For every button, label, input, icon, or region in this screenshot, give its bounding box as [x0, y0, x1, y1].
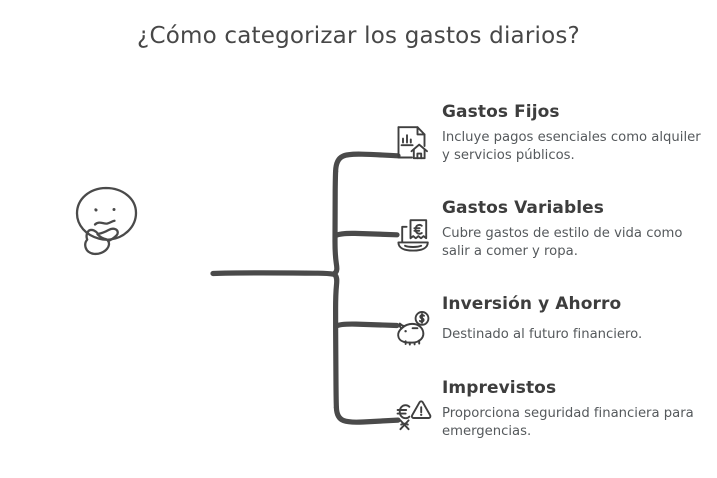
branch-description: Destinado al futuro financiero.	[442, 326, 643, 342]
document-chart-house-icon	[392, 122, 434, 164]
branch-text-block: Gastos Fijos Incluye pagos esenciales co…	[442, 103, 702, 166]
thinking-face-glyph	[75, 186, 138, 256]
connector-paths	[210, 151, 401, 425]
trunk-line	[210, 270, 337, 277]
branch-description: Incluye pagos esenciales como alquiler y…	[442, 129, 701, 164]
branch-line-2	[333, 230, 400, 239]
branch-item-imprevistos[interactable]: Imprevistos Proporciona seguridad financ…	[392, 379, 712, 442]
branch-title: Inversión y Ahorro	[442, 294, 622, 314]
euro-warning-icon	[392, 393, 434, 435]
branch-line-4	[333, 404, 401, 425]
branch-line-1	[333, 151, 401, 175]
thinking-face-icon	[66, 182, 146, 262]
spine-upper	[331, 168, 340, 276]
piggy-bank-coin-icon	[392, 307, 434, 349]
euro-receipt-tray-icon	[392, 214, 434, 256]
branch-description: Proporciona seguridad financiera para em…	[442, 405, 694, 440]
branch-title: Gastos Variables	[442, 198, 605, 218]
branch-text-block: Imprevistos Proporciona seguridad financ…	[442, 379, 712, 442]
branch-item-inversion-y-ahorro[interactable]: Inversión y Ahorro Destinado al futuro f…	[392, 295, 642, 349]
spine-lower	[331, 271, 340, 411]
branch-text-block: Gastos Variables Cubre gastos de estilo …	[442, 199, 702, 262]
branch-text-block: Inversión y Ahorro Destinado al futuro f…	[442, 295, 642, 344]
branch-line-3	[333, 321, 400, 329]
branch-item-gastos-variables[interactable]: Gastos Variables Cubre gastos de estilo …	[392, 199, 702, 262]
page-title: ¿Cómo categorizar los gastos diarios?	[137, 23, 580, 49]
branch-description: Cubre gastos de estilo de vida como sali…	[442, 225, 683, 260]
branch-title: Gastos Fijos	[442, 102, 560, 122]
branch-item-gastos-fijos[interactable]: Gastos Fijos Incluye pagos esenciales co…	[392, 103, 702, 166]
branch-connector-lines	[200, 110, 410, 430]
branch-title: Imprevistos	[442, 378, 557, 398]
